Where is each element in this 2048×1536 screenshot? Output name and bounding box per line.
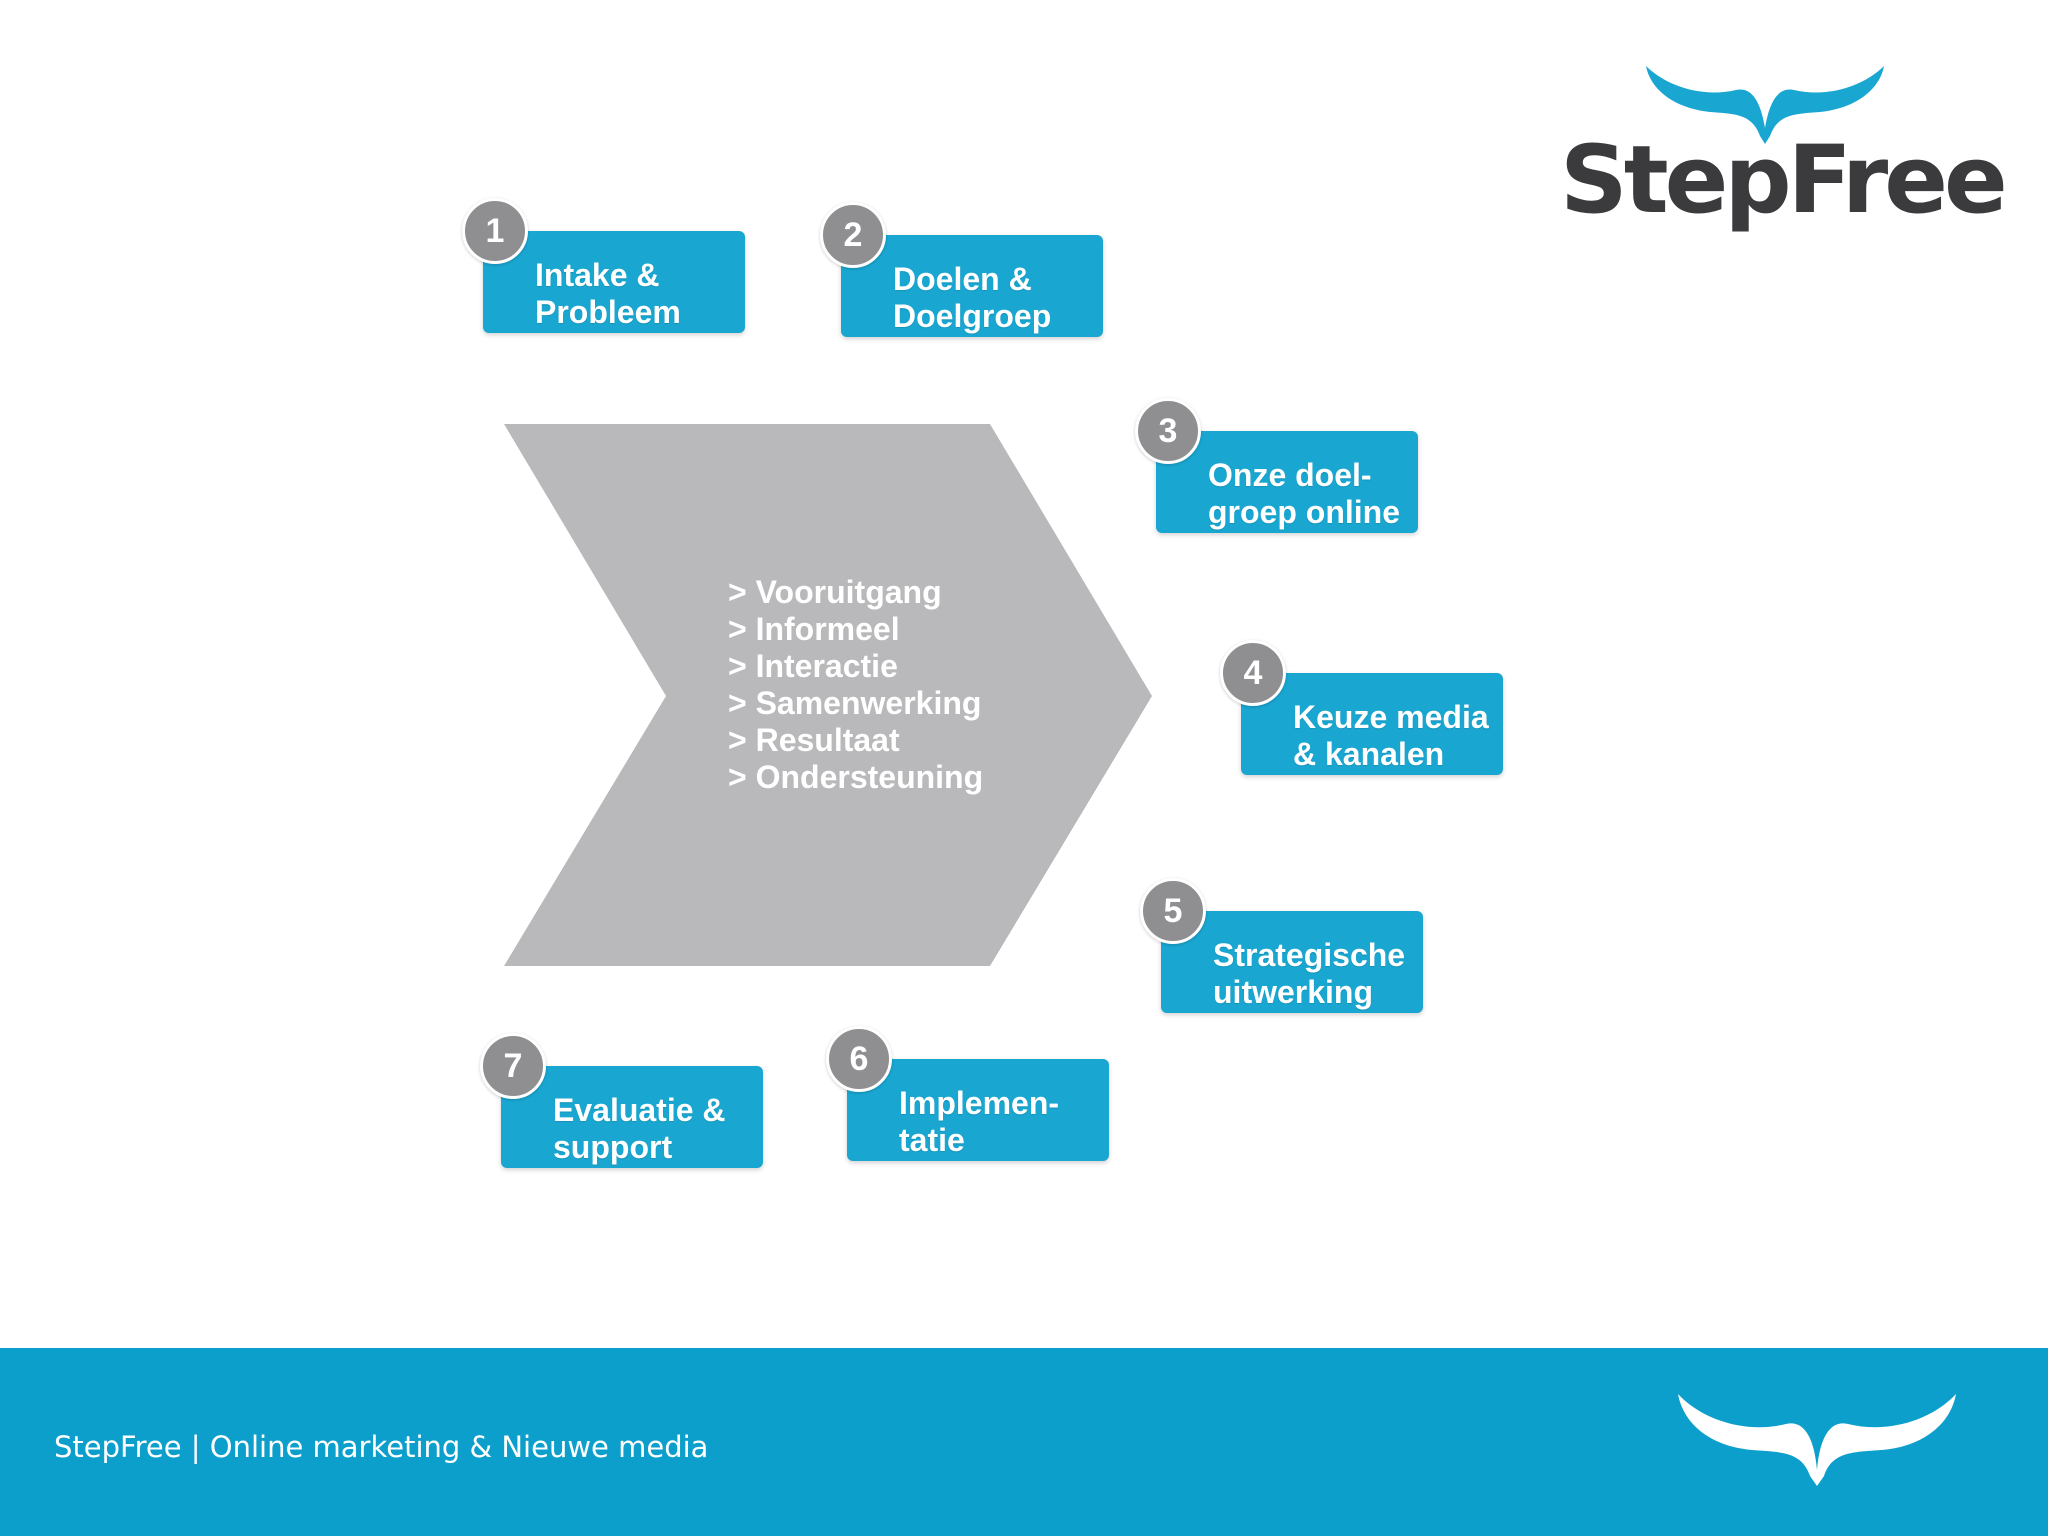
chevron-list: > Vooruitgang > Informeel > Interactie >… — [728, 574, 983, 796]
wave-mustache-icon — [1646, 66, 1884, 144]
step-number-badge: 7 — [480, 1033, 546, 1099]
center-chevron-arrow — [504, 424, 1152, 966]
step-label: Strategische uitwerking — [1213, 937, 1406, 1010]
step-box: Intake & Probleem — [483, 231, 745, 333]
step-box: Strategische uitwerking — [1161, 911, 1423, 1013]
step-5: Strategische uitwerking 5 — [1140, 878, 1432, 1013]
step-box: Implemen- tatie — [847, 1059, 1109, 1161]
step-box: Onze doel- groep online — [1156, 431, 1418, 533]
step-box: Doelen & Doelgroep — [841, 235, 1103, 337]
step-1: Intake & Probleem 1 — [462, 198, 754, 333]
step-4: Keuze media & kanalen 4 — [1220, 640, 1512, 775]
step-label: Doelen & Doelgroep — [893, 261, 1052, 334]
step-number-badge: 2 — [820, 202, 886, 268]
footer-text: StepFree | Online marketing & Nieuwe med… — [54, 1430, 709, 1464]
step-box: Evaluatie & support — [501, 1066, 763, 1168]
footer-bar: StepFree | Online marketing & Nieuwe med… — [0, 1348, 2048, 1536]
step-label: Keuze media & kanalen — [1293, 699, 1489, 772]
step-box: Keuze media & kanalen — [1241, 673, 1503, 775]
chevron-list-item: > Interactie — [728, 648, 898, 684]
chevron-list-item: > Vooruitgang — [728, 574, 942, 610]
step-number-badge: 3 — [1135, 398, 1201, 464]
step-3: Onze doel- groep online 3 — [1135, 398, 1427, 533]
step-label: Evaluatie & support — [553, 1092, 726, 1165]
step-6: Implemen- tatie 6 — [826, 1026, 1118, 1161]
process-diagram: > Vooruitgang > Informeel > Interactie >… — [462, 198, 1512, 1168]
step-label: Intake & Probleem — [535, 257, 681, 330]
chevron-list-item: > Ondersteuning — [728, 759, 984, 795]
chevron-list-item: > Informeel — [728, 611, 900, 647]
logo-wordmark: StepFree — [1560, 126, 2008, 235]
chevron-list-item: > Resultaat — [728, 722, 900, 758]
step-2: Doelen & Doelgroep 2 — [820, 202, 1112, 337]
stepfree-logo: StepFree — [1560, 62, 2008, 252]
step-number-badge: 1 — [462, 198, 528, 264]
step-number-badge: 4 — [1220, 640, 1286, 706]
step-label: Onze doel- groep online — [1208, 457, 1400, 530]
step-label: Implemen- tatie — [899, 1085, 1060, 1158]
step-number-badge: 5 — [1140, 878, 1206, 944]
wave-mustache-icon — [1678, 1394, 1956, 1486]
chevron-list-item: > Samenwerking — [728, 685, 982, 721]
step-number-badge: 6 — [826, 1026, 892, 1092]
step-7: Evaluatie & support 7 — [480, 1033, 772, 1168]
